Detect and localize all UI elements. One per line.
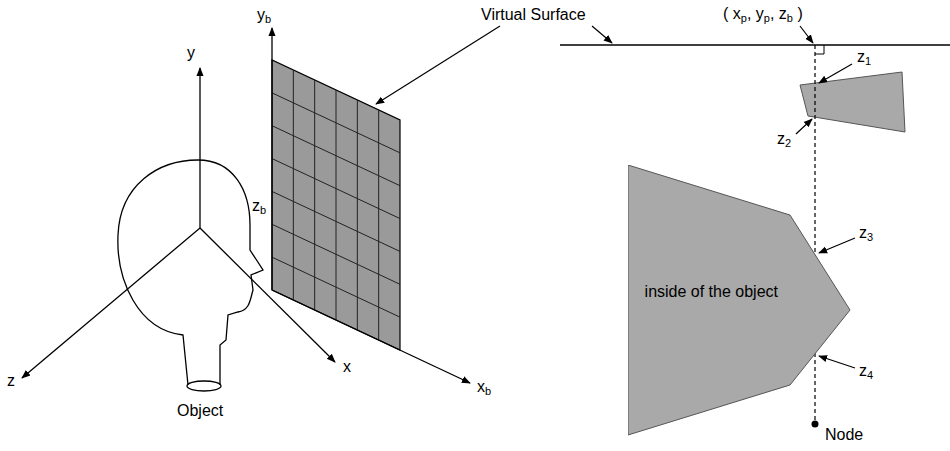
node-caption: Node	[824, 426, 864, 444]
object-slab	[800, 72, 905, 132]
grid-line	[378, 110, 379, 340]
depth-label: z4	[858, 362, 874, 380]
object-shape	[628, 165, 850, 435]
object-outline	[628, 165, 852, 437]
grid-line	[272, 93, 400, 153]
grid-line	[272, 159, 400, 219]
ray-line	[814, 45, 815, 422]
virtual-surface-grid	[272, 60, 400, 350]
grid-line	[272, 257, 400, 317]
region-label: inside of the object	[638, 283, 778, 301]
surface-caption: Virtual Surface	[480, 6, 587, 24]
head-outline	[118, 160, 263, 391]
right-angle-mark	[815, 45, 824, 54]
depth-label: z1	[856, 48, 872, 66]
grid-line	[336, 90, 337, 320]
surface-axes	[272, 28, 470, 383]
grid-line	[272, 224, 400, 284]
axis-label: x	[342, 358, 352, 376]
virtual-surface-line	[560, 44, 950, 45]
object-region: inside of the object	[628, 165, 852, 437]
point-coordinates: ( xp, yp, zb )	[722, 5, 804, 23]
grid-line	[293, 70, 294, 300]
grid-line	[272, 126, 400, 186]
axis-label: y	[186, 44, 196, 62]
grid-line	[357, 100, 358, 330]
grid-line	[314, 80, 315, 310]
object-caption: Object	[176, 402, 224, 420]
axis-label: yb	[256, 6, 272, 24]
axis-label: zb	[251, 197, 267, 215]
depth-label: z2	[776, 130, 792, 148]
axis-label: z	[6, 372, 16, 390]
node-dot	[812, 421, 819, 428]
axis-label: xb	[476, 378, 492, 396]
grid-line	[272, 191, 400, 251]
depth-label: z3	[858, 224, 874, 242]
leader-lines	[376, 26, 813, 104]
